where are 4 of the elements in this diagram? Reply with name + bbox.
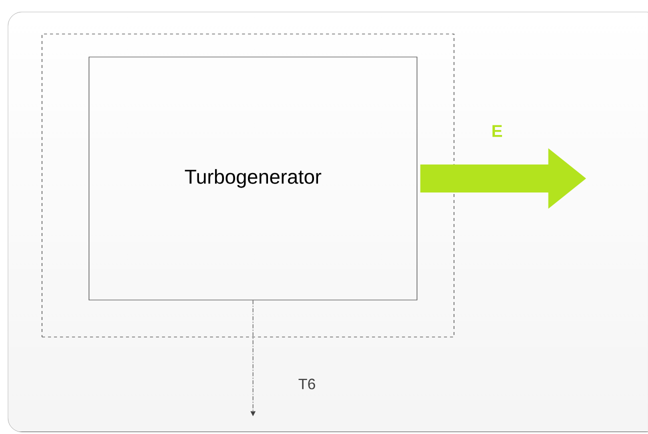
boundary-box (42, 34, 454, 338)
process-box: Turbogenerator (88, 56, 418, 300)
edge-label: T6 (298, 378, 316, 390)
edge-label: E (492, 125, 502, 137)
